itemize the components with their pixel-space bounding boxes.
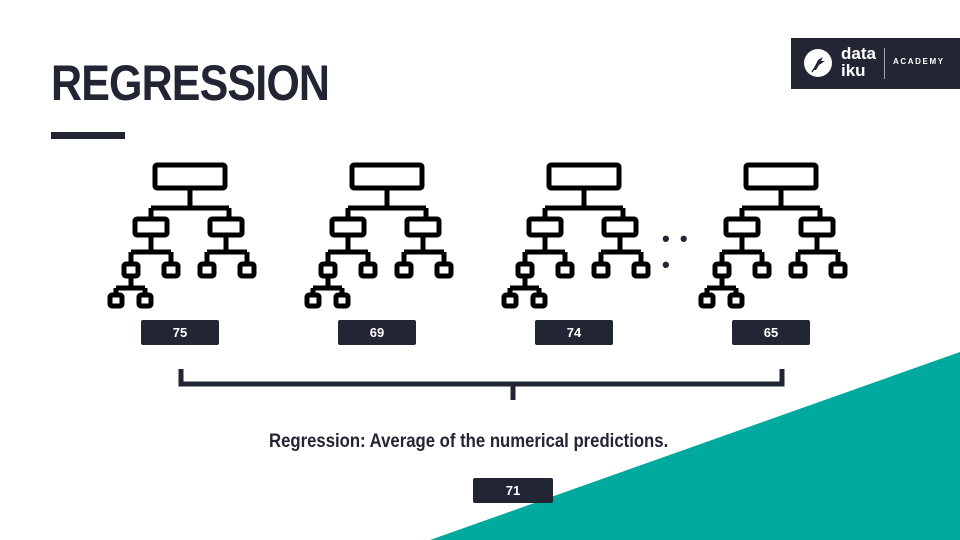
decision-tree-icon	[501, 162, 651, 309]
slide-title: REGRESSION	[51, 55, 330, 111]
brand-separator	[884, 48, 885, 79]
more-trees-ellipsis: • • •	[662, 226, 690, 277]
tree-prediction-badge: 75	[141, 320, 219, 345]
title-underline	[51, 132, 125, 139]
decision-tree-icon	[107, 162, 257, 309]
decision-tree-icon	[698, 162, 848, 309]
average-result-badge: 71	[473, 478, 553, 503]
tree-prediction-badge: 65	[732, 320, 810, 345]
dataiku-bird-icon	[804, 49, 832, 77]
decision-tree-icon	[304, 162, 454, 309]
dataiku-academy-logo: data iku ACADEMY	[791, 38, 960, 89]
brand-academy-label: ACADEMY	[893, 57, 945, 66]
regression-caption: Regression: Average of the numerical pre…	[269, 431, 669, 452]
tree-prediction-badge: 69	[338, 320, 416, 345]
tree-prediction-badge: 74	[535, 320, 613, 345]
aggregation-bracket	[178, 369, 785, 400]
brand-wordmark: data iku	[841, 45, 881, 79]
brand-word-line1: data	[841, 44, 876, 63]
brand-word-line2: iku	[841, 61, 866, 80]
